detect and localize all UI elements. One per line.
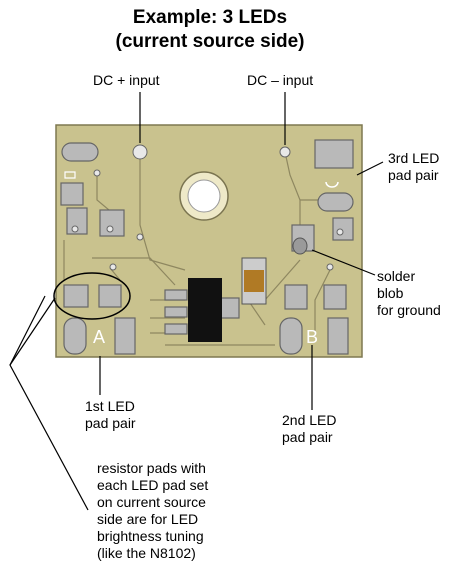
third-led-line2: pad pair	[388, 167, 439, 183]
pad	[317, 192, 354, 212]
via	[106, 225, 114, 233]
pad	[220, 297, 240, 319]
pad	[284, 284, 308, 310]
third-led-label: 3rd LED pad pair	[388, 150, 439, 184]
pad	[99, 209, 125, 237]
pad	[164, 289, 188, 301]
ic-chip-icon	[188, 278, 222, 342]
second-led-line2: pad pair	[282, 429, 333, 445]
via	[136, 233, 144, 241]
via	[109, 263, 117, 271]
pad-label-a: A	[93, 327, 105, 347]
callout-lines	[9, 92, 384, 511]
pad	[60, 182, 84, 206]
via	[93, 169, 101, 177]
second-led-line1: 2nd LED	[282, 412, 337, 428]
diagram-title-line1: Example: 3 LEDs	[132, 7, 288, 28]
resistor-note-line4: side are for LED	[97, 511, 199, 527]
solder-blob-label: solder blob for ground	[377, 268, 441, 319]
pad	[63, 317, 87, 355]
first-led-line2: pad pair	[85, 415, 136, 431]
silkscreen-marking	[325, 181, 339, 188]
pcb-vias	[71, 144, 344, 271]
resistor-body	[244, 270, 264, 292]
diagram-title-line2: (current source side)	[115, 31, 305, 52]
pad	[63, 284, 89, 308]
pad	[98, 284, 122, 308]
pad	[164, 306, 188, 318]
pad	[332, 217, 354, 241]
solder-blob-line3: for ground	[377, 302, 441, 318]
pad	[279, 317, 303, 355]
pad	[314, 139, 354, 169]
resistor-note-line5: brightness tuning	[97, 528, 204, 544]
first-led-label: 1st LED pad pair	[85, 398, 136, 432]
via	[279, 146, 291, 158]
pad	[164, 323, 188, 335]
via	[336, 228, 344, 236]
resistor-note-line1: resistor pads with	[97, 460, 206, 476]
pad-label-b: B	[306, 327, 318, 347]
via	[132, 144, 148, 160]
pad	[327, 317, 349, 355]
dc-plus-label: DC + input	[93, 72, 160, 88]
resistor-note-line3: on current source	[97, 494, 206, 510]
resistor-note-label: resistor pads with each LED pad set on c…	[97, 460, 208, 562]
first-led-line1: 1st LED	[85, 398, 135, 414]
resistor-note-line2: each LED pad set	[97, 477, 209, 493]
pad	[323, 284, 347, 310]
third-led-line1: 3rd LED	[388, 150, 440, 166]
first-led-highlight-ellipse	[53, 272, 131, 320]
via	[71, 225, 79, 233]
resistor-note-line6: (like the N8102)	[97, 545, 196, 561]
pad	[114, 317, 136, 355]
silkscreen-marking	[64, 171, 76, 179]
dc-minus-label: DC – input	[247, 72, 314, 88]
solder-blob-line1: solder	[377, 268, 416, 284]
pad	[61, 142, 99, 162]
led-hole-center	[187, 179, 221, 213]
via	[326, 263, 334, 271]
solder-blob-icon	[292, 237, 308, 255]
solder-blob-line2: blob	[377, 285, 404, 301]
second-led-label: 2nd LED pad pair	[282, 412, 336, 446]
